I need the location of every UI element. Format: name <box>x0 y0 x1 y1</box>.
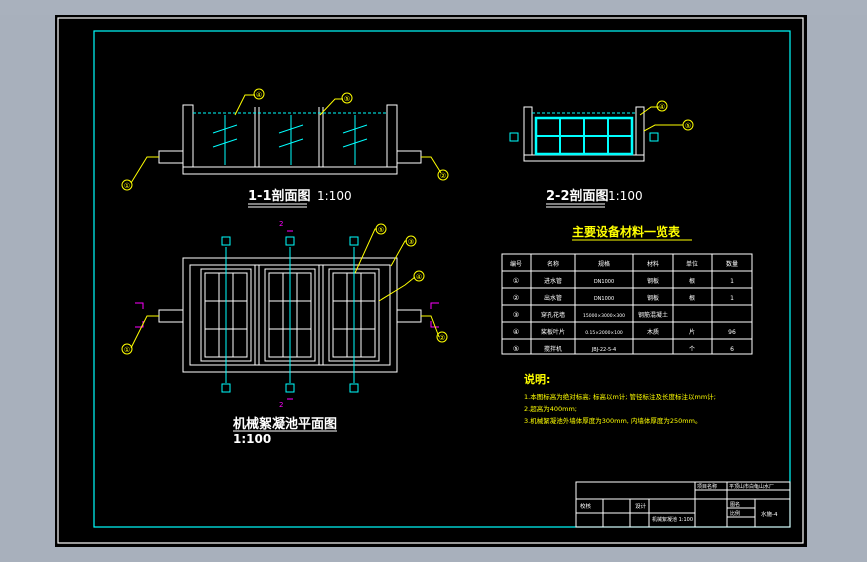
table-cell: 钢板 <box>647 277 659 285</box>
table-cell: 6 <box>730 346 734 353</box>
table-cell: 钢板 <box>647 294 659 302</box>
table-cell: ② <box>513 294 519 302</box>
title-block: 项目名称 平顶山市白龟山水厂 校核 设计 机械絮凝池 1:100 图名 比例 水… <box>575 481 791 528</box>
notes-heading: 说明: <box>524 372 550 386</box>
th-spec: 规格 <box>598 260 610 268</box>
section-2-2-scale: 1:100 <box>608 189 643 203</box>
title-block-drawing-number: 水施-4 <box>761 510 778 518</box>
title-block-drawn-label: 设计 <box>635 502 647 510</box>
section-1-1-left-wall <box>182 104 194 168</box>
section-2-2-view: ④ ⑤ 2-2剖面图 1:100 <box>509 100 694 208</box>
table-cell: DN1000 <box>594 279 614 285</box>
note-line-2: 2.超高为400mm; <box>524 404 577 413</box>
plan-callout-4: ④ <box>416 273 422 281</box>
outer-border <box>57 17 804 544</box>
title-block-drawing-name: 机械絮凝池 1:100 <box>652 516 693 523</box>
title-block-cell-a: 图名 <box>730 501 740 508</box>
cad-drawing: ① ④ ⑤ ② 1-1剖面图 1:100 ④ ⑤ <box>57 17 804 544</box>
plan-callout-5: ⑤ <box>378 226 384 234</box>
table-cell: DN1000 <box>594 296 614 302</box>
table-cell: ④ <box>513 328 519 336</box>
section-1-1-callout-4: ④ <box>256 91 262 99</box>
title-block-check-label: 校核 <box>580 502 592 510</box>
table-cell: 0.15×2000×100 <box>585 330 623 336</box>
table-cell: 15000×3000×300 <box>583 313 625 319</box>
window-top-strip <box>0 0 867 15</box>
section-1-1-title: 1-1剖面图 <box>248 188 311 204</box>
section-1-1-callout-2: ② <box>440 172 446 180</box>
drawing-sheet: ① ④ ⑤ ② 1-1剖面图 1:100 ④ ⑤ <box>55 15 807 547</box>
plan-view: 2 2 ① ③ ④ ⑤ ② 机械絮凝池平面图 1:100 <box>121 220 448 446</box>
inner-frame <box>93 30 791 528</box>
section-1-1-view: ① ④ ⑤ ② 1-1剖面图 1:100 <box>121 88 449 208</box>
table-cell: 1 <box>730 295 734 302</box>
th-material: 材料 <box>647 260 659 268</box>
th-qty: 数量 <box>726 260 738 268</box>
note-line-3: 3.机械絮凝池外墙体厚度为300mm, 内墙体厚度为250mm。 <box>524 416 701 425</box>
section-1-1-callout-1: ① <box>124 182 130 190</box>
table-cell: 片 <box>689 328 695 336</box>
section-mark-2-top: 2 <box>279 220 283 228</box>
section-2-2-callout-4: ④ <box>659 103 665 111</box>
equipment-table-frame <box>501 253 753 355</box>
table-cell: 桨板叶片 <box>541 328 565 336</box>
th-name: 名称 <box>547 260 559 268</box>
table-cell: 根 <box>689 294 695 302</box>
section-1-1-callout-5: ⑤ <box>344 95 350 103</box>
table-cell: 搅拌机 <box>544 345 562 353</box>
table-cell: JBJ-22-5-4 <box>591 347 616 353</box>
title-block-project-label: 项目名称 <box>697 483 717 490</box>
th-number: 编号 <box>510 260 522 268</box>
table-cell: 出水管 <box>544 294 562 302</box>
table-cell: 钢筋混凝土 <box>638 311 668 319</box>
section-1-1-right-wall <box>386 104 398 168</box>
plan-callout-2: ② <box>439 334 445 342</box>
plan-scale: 1:100 <box>233 432 271 446</box>
equipment-table: 主要设备材料一览表 编号 名称 规格 材料 单位 数量 ① 进水管 DN1000… <box>501 224 753 355</box>
equipment-table-title: 主要设备材料一览表 <box>572 224 681 239</box>
table-cell: ③ <box>513 311 519 319</box>
table-cell: 个 <box>689 346 695 353</box>
plan-title: 机械絮凝池平面图 <box>233 416 337 432</box>
section-1-1-floor <box>182 166 398 175</box>
plan-callout-1: ① <box>124 346 130 354</box>
notes-block: 说明: 1.本图标高为绝对标高; 标高以m计; 管径标注及长度标注以mm计; 2… <box>524 372 716 425</box>
title-block-frame <box>575 481 791 528</box>
table-cell: 穿孔花墙 <box>541 311 565 319</box>
table-cell: ① <box>513 277 519 285</box>
plan-callout-3: ③ <box>408 238 414 246</box>
table-cell: 根 <box>689 277 695 285</box>
table-cell: 96 <box>728 329 736 336</box>
table-cell: 进水管 <box>544 277 562 285</box>
section-mark-2-bottom: 2 <box>279 401 283 409</box>
section-1-1-scale: 1:100 <box>317 189 352 203</box>
table-cell: 木质 <box>647 328 659 336</box>
section-2-2-title: 2-2剖面图 <box>546 188 609 204</box>
table-cell: 1 <box>730 278 734 285</box>
section-2-2-callout-5: ⑤ <box>685 122 691 130</box>
title-block-cell-b: 比例 <box>730 510 740 517</box>
title-block-project-name: 平顶山市白龟山水厂 <box>729 483 774 490</box>
table-cell: ⑤ <box>513 345 519 353</box>
th-unit: 单位 <box>686 260 698 268</box>
note-line-1: 1.本图标高为绝对标高; 标高以m计; 管径标注及长度标注以mm计; <box>524 392 716 401</box>
